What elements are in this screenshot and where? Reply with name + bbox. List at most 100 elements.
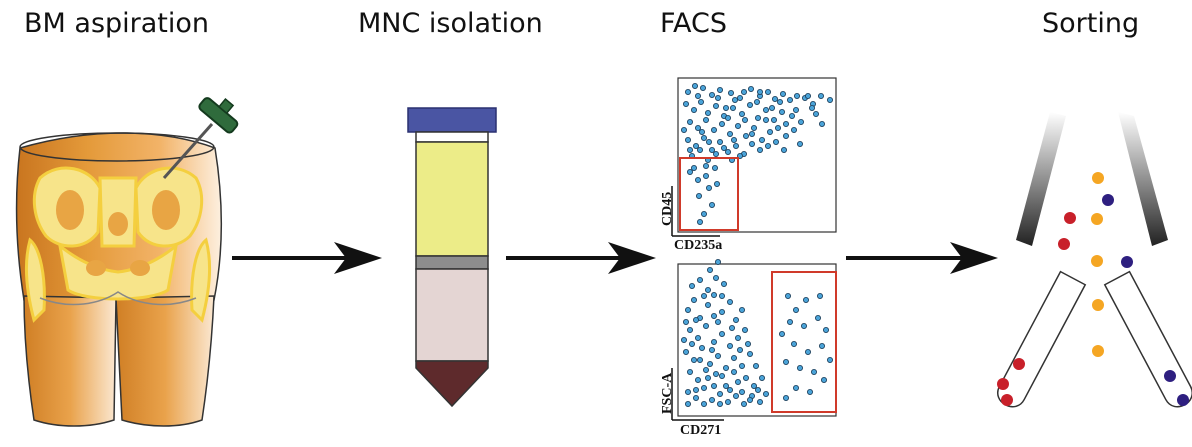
facs-top-event-31 (789, 113, 796, 120)
facs-bottom-event-37 (693, 394, 700, 401)
facs-bottom-event-38 (701, 384, 708, 391)
facs-bottom-gated-event-4 (823, 326, 830, 333)
facs-bottom-event-14 (727, 342, 734, 349)
facs-top-event-53 (709, 146, 716, 153)
facs-bottom-event-22 (723, 364, 730, 371)
facs-bottom-event-10 (695, 334, 702, 341)
facs-bottom-event-16 (742, 326, 749, 333)
facs-bottom-gated-event-2 (803, 296, 810, 303)
facs-bottom-event-47 (697, 276, 704, 283)
facs-bottom-event-69 (719, 292, 726, 299)
facs-top-event-83 (813, 111, 820, 118)
facs-top-event-1 (692, 83, 699, 90)
facs-top-event-74 (732, 97, 739, 104)
facs-bottom-event-78 (685, 400, 692, 407)
facs-top-event-21 (705, 110, 712, 117)
facs-bottom-event-36 (685, 388, 692, 395)
facs-top-event-18 (683, 101, 690, 108)
facs-top-event-34 (819, 121, 826, 128)
facs-bottom-event-51 (707, 266, 714, 273)
xlabel-cd271: CD271 (680, 423, 721, 438)
facs-top-event-49 (797, 140, 804, 147)
facs-top-event-71 (769, 105, 776, 112)
facs-bottom-event-64 (723, 382, 730, 389)
step-title-mnc-isolation: MNC isolation (358, 8, 543, 39)
facs-top-event-80 (763, 117, 770, 124)
facs-bottom-event-1 (691, 296, 698, 303)
facs-top-event-24 (730, 105, 737, 112)
facs-top-event-88 (741, 89, 748, 96)
facs-bottom-event-50 (721, 280, 728, 287)
facs-top-event-27 (755, 115, 762, 122)
facs-bottom-event-26 (687, 368, 694, 375)
facs-bottom-event-13 (719, 330, 726, 337)
facs-bottom-event-54 (693, 316, 700, 323)
facs-top-event-12 (787, 97, 794, 104)
facs-top-event-17 (827, 97, 834, 104)
facs-bottom-event-34 (751, 382, 758, 389)
ylabel-cd45: CD45 (660, 192, 675, 226)
facs-top-event-0 (685, 89, 692, 96)
step-title-facs: FACS (660, 8, 728, 39)
facs-top-event-46 (775, 125, 782, 132)
facs-top-event-33 (809, 105, 816, 112)
facs-top-gated-event-1 (695, 176, 702, 183)
facs-top-event-61 (773, 138, 780, 145)
facs-bottom-event-52 (715, 258, 722, 265)
facs-top-event-2 (700, 85, 707, 92)
facs-top-event-25 (739, 111, 746, 118)
facs-bottom-gated-event-19 (827, 356, 834, 363)
facs-bottom-event-3 (705, 301, 712, 308)
facs-top-gated-event-9 (714, 180, 721, 187)
facs-bottom-event-48 (705, 286, 712, 293)
facs-top-event-66 (713, 150, 720, 157)
facs-bottom-event-19 (699, 344, 706, 351)
facs-bottom-gated-event-3 (815, 314, 822, 321)
facs-top-event-50 (685, 136, 692, 143)
facs-bottom-gated-event-6 (791, 340, 798, 347)
facs-top-event-84 (695, 93, 702, 100)
facs-top-gated-event-3 (712, 164, 719, 171)
facs-bottom-event-46 (689, 282, 696, 289)
facs-bottom-event-42 (733, 392, 740, 399)
facs-bottom-gated-event-14 (783, 394, 790, 401)
facs-top-event-40 (727, 130, 734, 137)
facs-top-event-78 (725, 115, 732, 122)
facs-top-event-60 (765, 142, 772, 149)
arrow-2 (506, 242, 656, 274)
facs-bottom-event-67 (755, 386, 762, 393)
facs-top-event-89 (754, 99, 761, 106)
facs-bottom-event-75 (747, 396, 754, 403)
facs-top-event-9 (765, 89, 772, 96)
facs-top-event-36 (695, 125, 702, 132)
facs-top-gated-event-11 (703, 162, 710, 169)
facs-top-event-41 (735, 123, 742, 130)
facs-top-event-42 (743, 132, 750, 139)
facs-top-event-10 (772, 96, 779, 103)
facs-bottom-event-23 (731, 354, 738, 361)
facs-bottom-gated-event-1 (793, 306, 800, 313)
facs-top-event-64 (697, 146, 704, 153)
facs-top-event-54 (717, 138, 724, 145)
facs-bottom-event-30 (719, 372, 726, 379)
facs-bottom-event-6 (727, 298, 734, 305)
facs-bottom-event-71 (683, 318, 690, 325)
facs-top-event-75 (715, 95, 722, 102)
facs-top-event-51 (693, 142, 700, 149)
facs-top-event-85 (681, 127, 688, 134)
facs-bottom-event-33 (743, 374, 750, 381)
facs-top-event-86 (687, 146, 694, 153)
facs-bottom-event-24 (739, 362, 746, 369)
facs-bottom-gated-event-16 (801, 322, 808, 329)
facs-bottom-event-43 (741, 400, 748, 407)
facs-top-gated-event-5 (696, 192, 703, 199)
facs-top-event-81 (793, 107, 800, 114)
facs-bottom-event-53 (701, 292, 708, 299)
facs-bottom-event-76 (701, 400, 708, 407)
facs-bottom-event-56 (745, 340, 752, 347)
facs-bottom-event-8 (739, 306, 746, 313)
facs-top-event-32 (798, 119, 805, 126)
facs-top-gated-event-6 (709, 201, 716, 208)
facs-bottom-event-62 (697, 356, 704, 363)
